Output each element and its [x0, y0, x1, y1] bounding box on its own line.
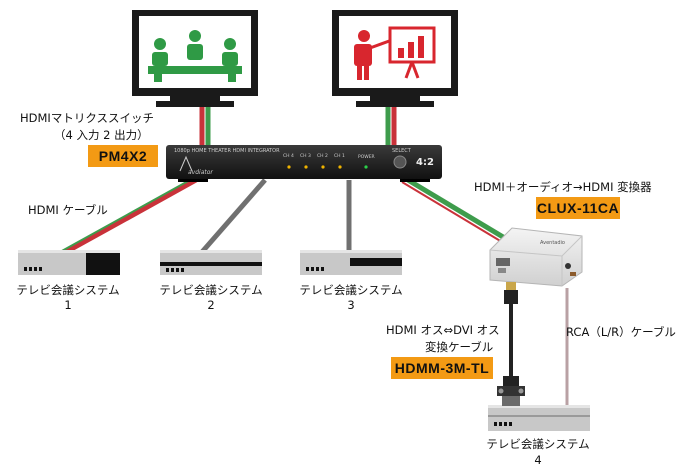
converter-title: HDMI＋オーディオ→HDMI 変換器	[474, 180, 652, 194]
hdmi-cable-converter	[401, 177, 510, 243]
power-label: POWER	[358, 155, 375, 160]
hdmi-cable-vc1	[59, 177, 198, 255]
monitor1-cable	[199, 102, 211, 145]
hdmi-dvi-label-1: HDMI オス⇔DVI オス	[386, 323, 500, 337]
ch3-label: CH 3	[300, 154, 311, 159]
converter-model-badge: CLUX-11CA	[536, 197, 620, 219]
rca-cable-label: RCA（L/R）ケーブル	[566, 325, 676, 339]
vc1-number: 1	[64, 298, 72, 312]
meeting-icon	[148, 30, 242, 82]
vc1-label: テレビ会議システム	[16, 283, 120, 297]
switcher-title: HDMIマトリクススイッチ	[20, 111, 154, 125]
switch-brand: avdiator	[188, 169, 213, 176]
presentation-icon	[354, 26, 436, 80]
vc-device-2	[160, 250, 262, 275]
vc-device-1	[18, 250, 120, 275]
ch4-label: CH 4	[283, 154, 294, 159]
vc-device-4	[488, 405, 590, 431]
vc2-number: 2	[207, 298, 215, 312]
hdmi-dvi-label-2: 変換ケーブル	[425, 340, 494, 354]
vc-device-3	[300, 250, 402, 275]
hdmi-dvi-model-badge: HDMM-3M-TL	[391, 357, 493, 379]
switcher-model-badge: PM4X2	[88, 145, 158, 167]
switcher-subtitle: （4 入力 2 出力）	[54, 128, 149, 142]
monitor2-cable	[385, 102, 397, 145]
vc4-label: テレビ会議システム	[486, 437, 590, 451]
hdmi-cable-vc2	[200, 178, 267, 254]
hdmi-plug-icon	[504, 282, 518, 304]
converter-brand: Aventadio	[540, 240, 565, 246]
dvi-plug-icon	[497, 376, 525, 408]
mode-label: 4:2	[416, 157, 434, 168]
vc3-label: テレビ会議システム	[299, 283, 403, 297]
select-label[interactable]: SELECT	[392, 148, 411, 154]
vc3-number: 3	[347, 298, 355, 312]
monitor-2	[330, 10, 460, 108]
ch1-label: CH 1	[334, 154, 345, 159]
hdmi-audio-converter: Aventadio	[484, 222, 586, 290]
ch2-label: CH 2	[317, 154, 328, 159]
hdmi-matrix-switch: 1080p HOME THEATER HDMI INTEGRATOR avdia…	[166, 143, 442, 183]
vc2-label: テレビ会議システム	[159, 283, 263, 297]
monitor-1	[130, 10, 260, 108]
hdmi-cable-label: HDMI ケーブル	[28, 203, 108, 217]
vc4-number: 4	[534, 453, 542, 467]
switch-panel-text: 1080p HOME THEATER HDMI INTEGRATOR	[174, 148, 280, 154]
